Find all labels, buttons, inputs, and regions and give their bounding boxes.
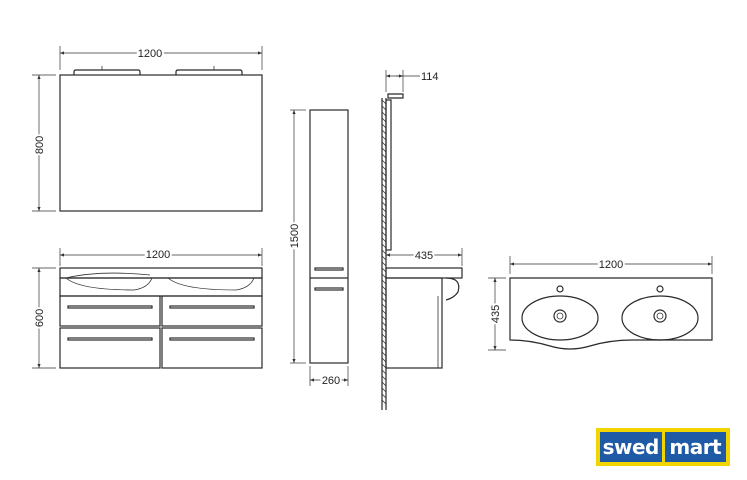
tall-cabinet-height-label: 1500 bbox=[289, 224, 301, 248]
vanity-height-dimension: 600 bbox=[32, 267, 56, 369]
vanity-height-label: 600 bbox=[34, 309, 46, 327]
vanity-width-label: 1200 bbox=[146, 249, 170, 261]
tall-cabinet-width-dimension: 260 bbox=[309, 366, 349, 389]
tall-cabinet-front-view bbox=[309, 109, 349, 364]
wall-hatch bbox=[381, 98, 387, 410]
top-depth-label: 435 bbox=[490, 305, 502, 323]
mirror-front-view bbox=[59, 66, 263, 212]
mirror-height-label: 800 bbox=[34, 136, 46, 154]
side-depth-label: 435 bbox=[415, 250, 433, 262]
vanity-front-view bbox=[59, 267, 263, 369]
swedmart-logo: swed mart bbox=[596, 428, 730, 466]
side-mirror-depth-label: 114 bbox=[421, 71, 439, 83]
mirror-width-label: 1200 bbox=[138, 48, 162, 60]
top-depth-dimension: 435 bbox=[488, 277, 506, 351]
top-width-label: 1200 bbox=[599, 259, 623, 271]
basin-top-view bbox=[509, 277, 713, 350]
tall-cabinet-width-label: 260 bbox=[322, 375, 340, 387]
side-mirror-depth-dimension: 114 bbox=[385, 70, 439, 92]
logo-word-swed: swed bbox=[600, 432, 662, 462]
mirror-width-dimension: 1200 bbox=[59, 46, 263, 70]
top-width-dimension: 1200 bbox=[509, 256, 713, 274]
mirror-height-dimension: 800 bbox=[32, 74, 56, 212]
vanity-width-dimension: 1200 bbox=[59, 247, 263, 266]
tall-cabinet-height-dimension: 1500 bbox=[287, 109, 306, 364]
side-depth-dimension: 435 bbox=[386, 248, 463, 266]
logo-word-mart: mart bbox=[664, 432, 726, 462]
side-view bbox=[381, 93, 463, 410]
